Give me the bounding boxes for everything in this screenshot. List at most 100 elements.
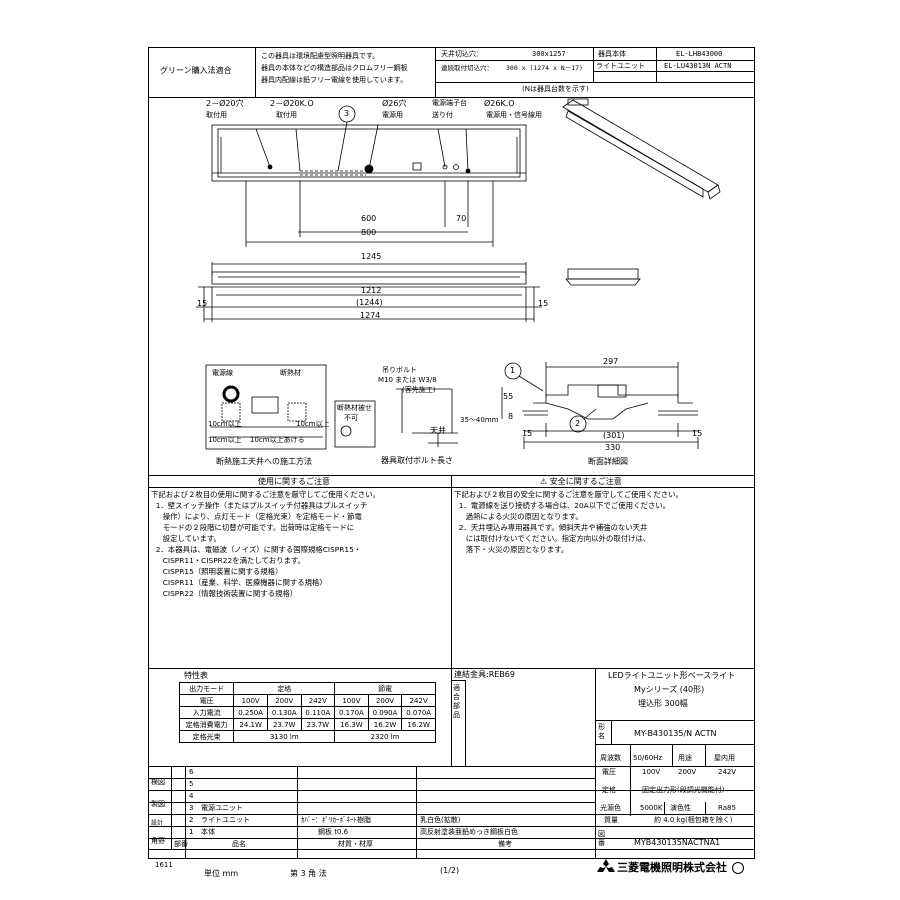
v-cell: 100V [233,694,268,707]
ng-label: 断熱材被せ [337,404,372,412]
cont-note: (Nは器具台数を示す) [522,85,589,93]
accessory-label: 連結金具:REB69 [454,670,515,679]
bom-head-material: 材質・材厚 [338,840,373,848]
type-label: 形名 [598,723,605,740]
ins-10b: 10cm以上 [296,420,330,428]
color-label: 光源色 [600,804,621,812]
ins-10a: 10cm以上 [208,420,242,428]
current-cell: 0.110A [300,706,336,719]
volt-242: 242V [718,768,737,776]
power-cell: 23.7W [300,718,336,731]
dim-15c: 15 [522,429,533,438]
use-value: 屋内用 [714,754,735,762]
power-cell: 24.1W [233,718,268,731]
freq-value: 50/60Hz [633,754,663,762]
dim-15d: 15 [692,429,703,438]
cri-label: 演色性 [670,804,691,812]
color-value: 5000K [640,804,663,812]
v-cell: 200V [266,694,302,707]
volt-100: 100V [642,768,661,776]
flux-label: 定格光束 [178,730,235,743]
bolt-label: 吊りボルト [382,366,417,374]
dim-297: 297 [603,357,619,366]
type-value: MY-B430135/N ACTN [634,729,717,738]
bom-name: 本体 [201,828,215,836]
terminal-label: 電源端子台 [432,99,467,107]
terminal-sub: 送り付 [432,111,453,119]
unit-value: EL-LU43013N ACTN [664,62,732,70]
bom-note: 乳白色(拡散) [420,816,461,824]
side-check: 検図 [151,778,165,786]
dim-15a: 15 [197,299,208,308]
drawing-no-value: MYB430135NACTNA1 [634,838,721,847]
freq-label: 周波数 [600,754,621,762]
ins-10d: 10cm以上あける [250,436,305,444]
dim-600: 600 [361,214,377,223]
side-code: 1611 [155,861,173,869]
hole3-sub: 電源用 [382,111,403,119]
dim-1274: 1274 [360,311,381,320]
hole3-label: Ø26穴 [382,99,407,108]
spec-title: 特性表 [184,671,208,680]
header-note-1: この器具は環境配慮型照明器具です。 [261,52,380,60]
v-cell: 242V [300,694,336,707]
dim-800: 800 [361,228,377,237]
cutout-value: 300x1257 [532,50,566,58]
dim-1212: 1212 [361,286,382,295]
cont-label: 連続取付切込穴： [441,64,493,72]
unit-label: ライトユニット [596,62,645,70]
bolt-sub: M10 または W3/8 [378,376,437,384]
cri-value: Ra85 [718,804,736,812]
power-cell: 16.3W [334,718,369,731]
dim-15b: 15 [538,299,549,308]
hole4-sub: 電源用・信号線用 [486,111,542,119]
bom-no: 6 [189,768,194,776]
bolt-sub2: (客先施工) [402,386,436,394]
v-cell: 200V [367,694,403,707]
dim-55: 55 [503,392,514,401]
bolt-caption: 器具取付ボルト長さ [381,456,453,465]
side-draft: 製図 [151,800,165,808]
bom-no: 4 [189,792,194,800]
maker-circle-icon [732,862,744,874]
voltage-label: 電圧 [178,694,235,707]
safety-title-text: 安全に関するご注意 [549,477,622,486]
bom-head-note: 備考 [498,840,512,848]
bom-material: 鋼板 t0.6 [318,828,349,836]
bom-head-no: 部番 [174,840,188,848]
power-cell: 16.2W [401,718,436,731]
bom-no: 3 [189,804,194,812]
bom-no: 2 [189,816,194,824]
hole1-sub: 取付用 [206,111,227,119]
dim-70: 70 [456,214,467,223]
bom-head-name: 品名 [232,840,246,848]
dim-301: (301) [603,431,625,440]
insulation-caption: 断熱施工天井への施工方法 [216,457,312,466]
unit-text: 単位 mm [204,869,239,878]
current-cell: 0.070A [401,706,436,719]
dim-1245: 1245 [361,252,382,261]
current-cell: 0.130A [266,706,302,719]
dim-1244: (1244) [356,298,383,307]
drawing-frame [148,47,755,859]
v-cell: 242V [401,694,436,707]
safety-title: ⚠ 安全に関するご注意 [540,477,622,486]
bom-note: 高反射塗装亜鉛めっき鋼板白色 [420,828,518,836]
mass-label: 質量 [604,816,618,824]
hole4-label: Ø26K.O [484,99,515,108]
callout-2: 2 [575,419,581,428]
mitsubishi-logo-icon [597,859,615,872]
hole2-label: 2－Ø20K.O [270,99,314,108]
ceiling-label: 天井 [430,426,446,435]
power-cell: 16.2W [367,718,403,731]
body-label: 器具本体 [598,50,626,58]
power-cell: 23.7W [266,718,302,731]
flux-eco: 2320 lm [334,730,436,743]
bom-name: ライトユニット [201,816,250,824]
current-label: 入力電流 [178,706,235,719]
current-cell: 0.090A [367,706,403,719]
hole1-label: 2－Ø20穴 [206,99,244,108]
rated-label: 定格 [602,786,616,794]
bom-name: 電源ユニット [201,804,243,812]
